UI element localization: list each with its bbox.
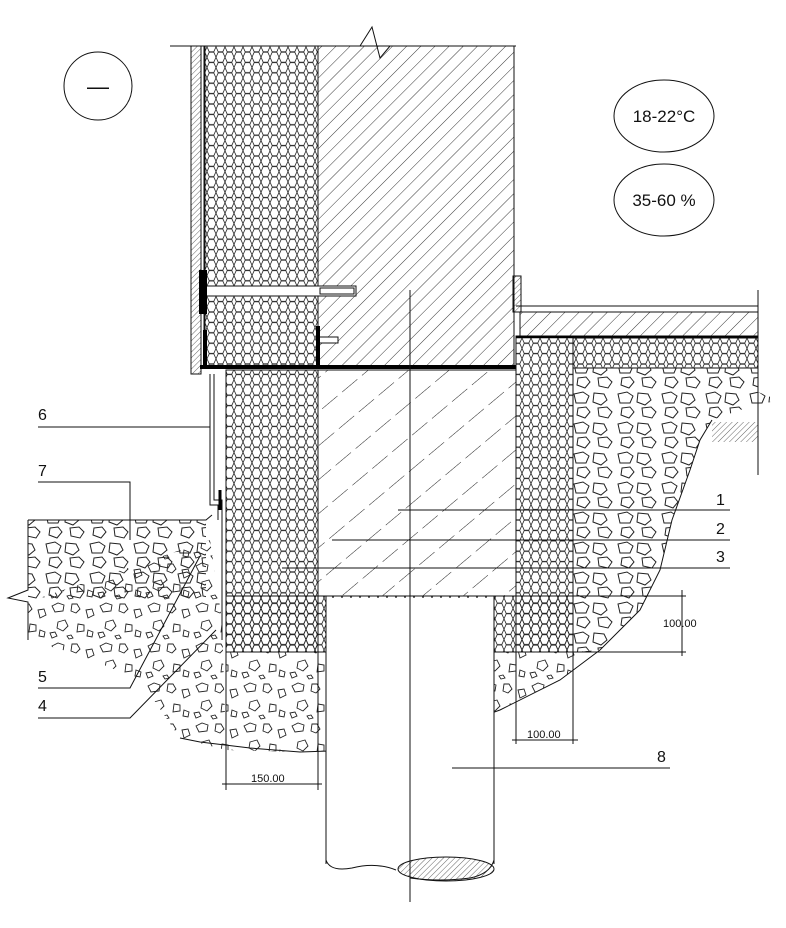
dim-text-vertical-right: 100.00 — [663, 618, 697, 630]
pile-bottom-left — [325, 859, 397, 871]
vertical-membrane-inner — [213, 374, 223, 640]
humidity-badge-text: 35-60 % — [632, 191, 695, 210]
vertical-membrane — [209, 374, 219, 520]
anchor-dowel-core — [319, 287, 355, 295]
render-layer — [190, 45, 202, 375]
upper-masonry-wall — [317, 45, 515, 369]
dim-text-bottom-left: 150.00 — [251, 773, 285, 785]
callout-7: 7 — [38, 463, 47, 480]
callout-6: 6 — [38, 407, 47, 424]
exterior-ground-break — [6, 520, 29, 640]
callout-5: 5 — [38, 669, 47, 686]
callout-4: 4 — [38, 698, 47, 715]
dim-text-bottom-right: 100.00 — [527, 729, 561, 741]
pile-section-ellipse — [397, 856, 495, 882]
leader-line-4 — [38, 629, 217, 719]
temperature-badge-text: 18-22°C — [633, 107, 696, 126]
temperature-badge — [613, 79, 715, 153]
floor-insulation — [572, 337, 759, 369]
exterior-ground-outline — [28, 514, 213, 521]
wall-break-line — [170, 25, 516, 60]
callout-3: 3 — [716, 549, 725, 566]
floor-screed — [519, 311, 759, 337]
callout-1: 1 — [716, 492, 725, 509]
exterior-soil — [28, 540, 226, 750]
foundation-wall — [317, 369, 517, 597]
leader-line-7 — [38, 481, 131, 540]
leader-line-5 — [38, 555, 201, 689]
upper-insulation — [204, 45, 319, 367]
callout-8: 8 — [657, 749, 666, 766]
floor-edge-strip — [512, 275, 522, 313]
base-profile-bracket — [317, 336, 339, 344]
terrain-hatch-right — [712, 422, 758, 442]
anchor-head — [199, 270, 207, 314]
minus-badge-symbol: — — [87, 74, 109, 99]
minus-badge — [63, 51, 133, 121]
humidity-badge — [613, 163, 715, 237]
callout-2: 2 — [716, 521, 725, 538]
